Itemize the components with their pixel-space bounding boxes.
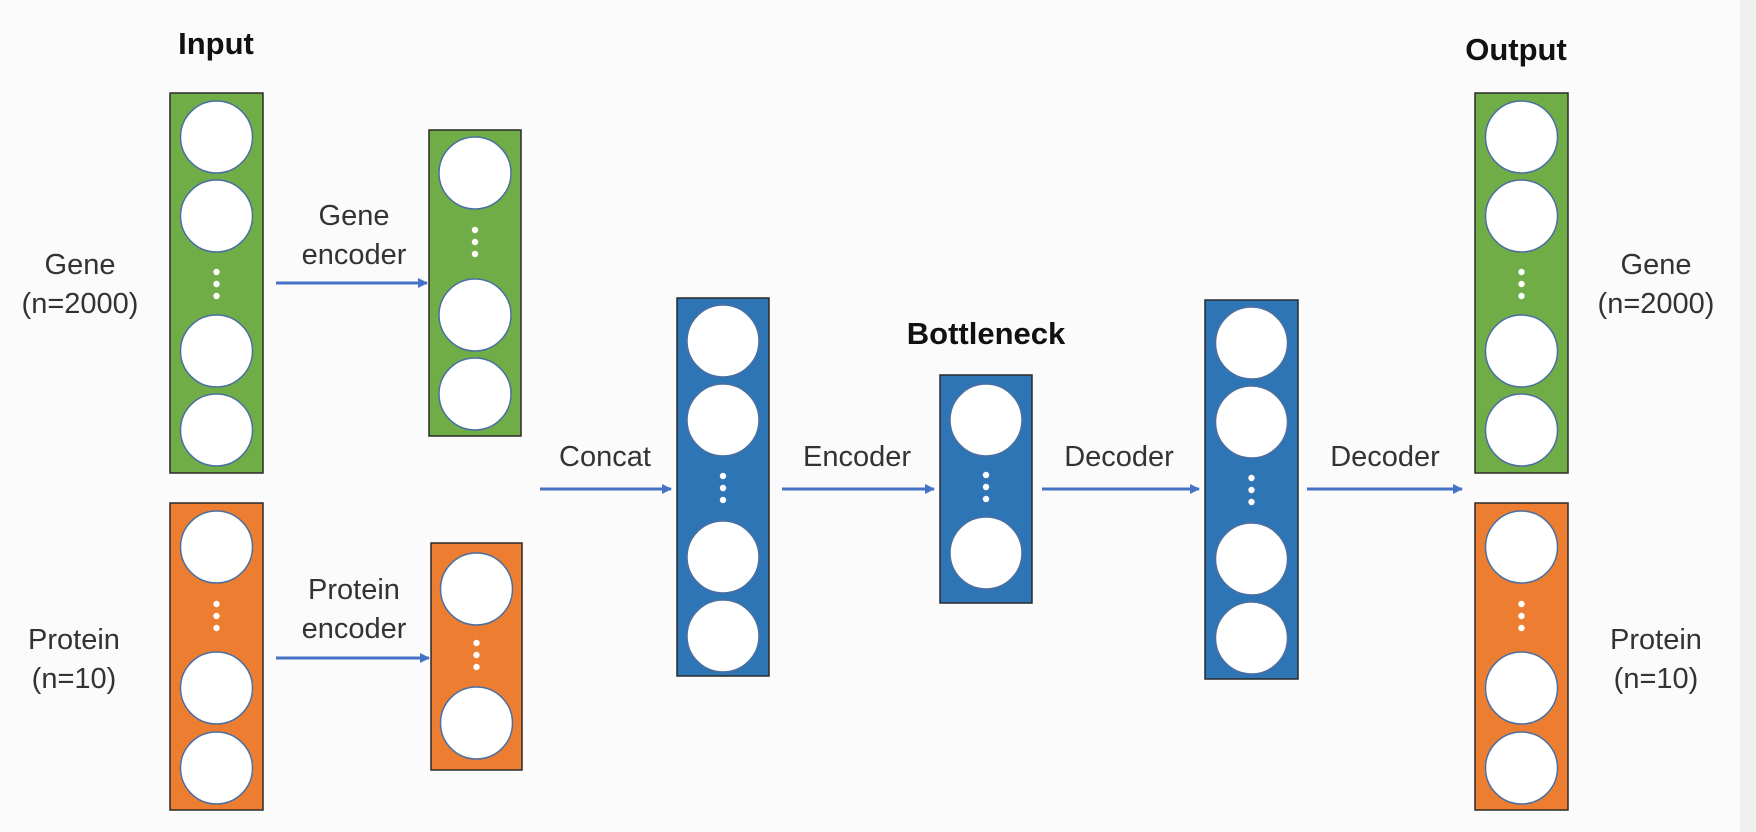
neuron (439, 686, 514, 760)
input-gene-count: (n=2000) (22, 288, 139, 320)
decoder-label-2: Decoder (1330, 441, 1440, 473)
ellipsis-dots (213, 268, 220, 300)
protein-encoder-layer (430, 542, 523, 771)
output-heading: Output (1465, 32, 1567, 67)
neuron (179, 314, 254, 388)
neuron (438, 136, 512, 210)
neuron (1484, 179, 1559, 253)
decoder-layer (1204, 299, 1299, 680)
ellipsis-dots (471, 226, 479, 258)
neuron (1214, 385, 1289, 459)
output-protein-label: Protein (1610, 624, 1702, 656)
neuron (1484, 651, 1559, 725)
neuron (1484, 731, 1559, 805)
neuron (1484, 510, 1559, 584)
bottleneck-layer (939, 374, 1033, 604)
neuron (686, 304, 760, 378)
neuron (1214, 522, 1289, 596)
neuron (179, 731, 254, 805)
output-gene-count: (n=2000) (1598, 288, 1715, 320)
input-protein-count: (n=10) (32, 663, 117, 695)
input-gene-layer (169, 92, 264, 474)
output-protein-count: (n=10) (1614, 663, 1699, 695)
neuron (949, 516, 1023, 590)
gene-encoder-label-line1: Gene (319, 200, 390, 232)
neuron (1484, 100, 1559, 174)
concat-layer (676, 297, 770, 677)
decoder-label-1: Decoder (1064, 441, 1174, 473)
protein-encoder-label-line2: encoder (302, 613, 407, 645)
input-heading: Input (178, 26, 254, 61)
neuron (179, 100, 254, 174)
neuron (1214, 306, 1289, 380)
ellipsis-dots (473, 639, 480, 671)
neuron (179, 393, 254, 467)
encoder-label: Encoder (803, 441, 911, 473)
page-scrollbar[interactable] (1740, 0, 1756, 832)
neuron (438, 278, 512, 352)
neuron (179, 179, 254, 253)
neuron (1214, 601, 1289, 675)
neuron (438, 357, 512, 431)
ellipsis-dots (982, 471, 990, 503)
gene-encoder-label-line2: encoder (302, 239, 407, 271)
neuron (1484, 393, 1559, 467)
neuron (686, 599, 760, 673)
input-protein-layer (169, 502, 264, 811)
protein-encoder-label-line1: Protein (308, 574, 400, 606)
neuron (439, 552, 514, 626)
output-gene-label: Gene (1621, 249, 1692, 281)
ellipsis-dots (213, 600, 220, 632)
ellipsis-dots (1518, 268, 1525, 300)
neuron (949, 383, 1023, 457)
concat-label: Concat (559, 441, 651, 473)
gene-encoder-layer (428, 129, 522, 437)
neuron (686, 383, 760, 457)
neuron (1484, 314, 1559, 388)
neuron (179, 510, 254, 584)
ellipsis-dots (1518, 600, 1525, 632)
input-protein-label: Protein (28, 624, 120, 656)
output-protein-layer (1474, 502, 1569, 811)
neuron (686, 520, 760, 594)
output-gene-layer (1474, 92, 1569, 474)
bottleneck-heading: Bottleneck (907, 316, 1066, 351)
ellipsis-dots (1248, 474, 1255, 506)
input-gene-label: Gene (45, 249, 116, 281)
ellipsis-dots (719, 472, 727, 504)
neuron (179, 651, 254, 725)
